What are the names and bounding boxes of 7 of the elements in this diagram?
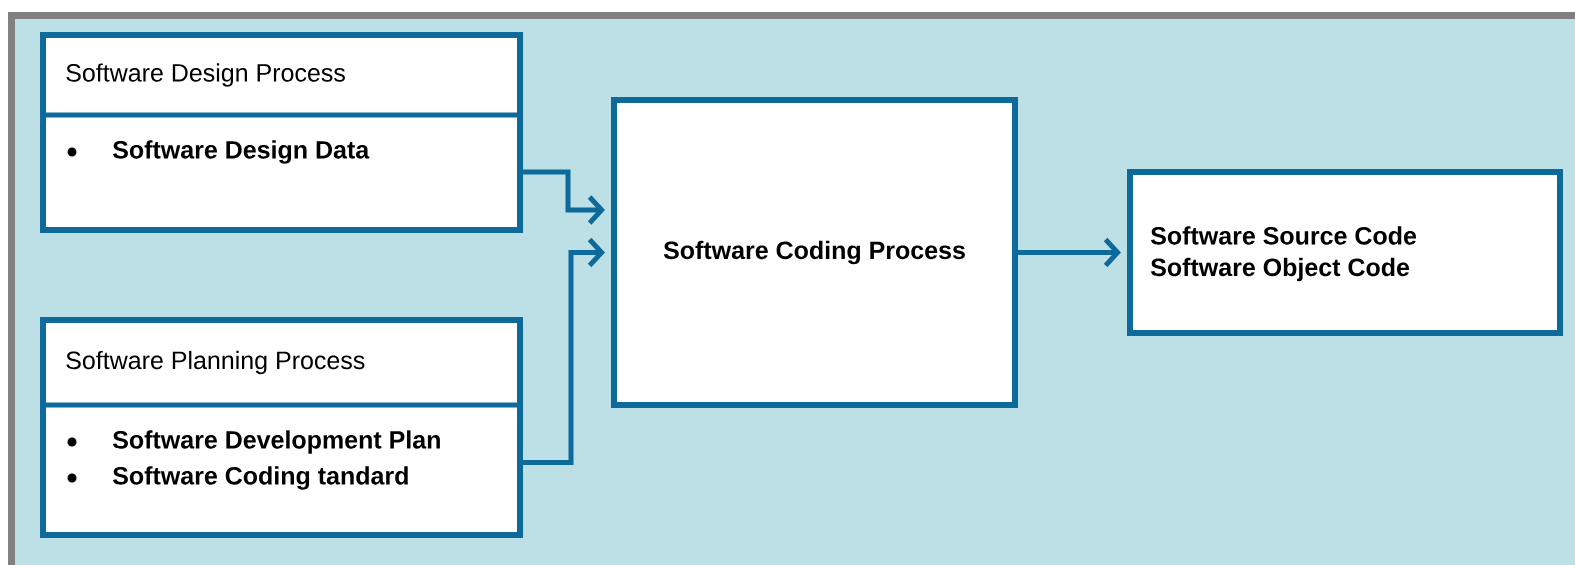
arrow (523, 237, 605, 465)
process-box: Software Coding Process (611, 97, 1018, 408)
arrow (523, 169, 605, 225)
arrow (1018, 237, 1121, 268)
process-box: Software Design Process Software Design Data (40, 32, 523, 233)
process-box: Software Planning Process Software Development Plan Software Coding tandard (40, 317, 523, 538)
process-box: Software Source Code Software Object Code (1127, 169, 1563, 336)
